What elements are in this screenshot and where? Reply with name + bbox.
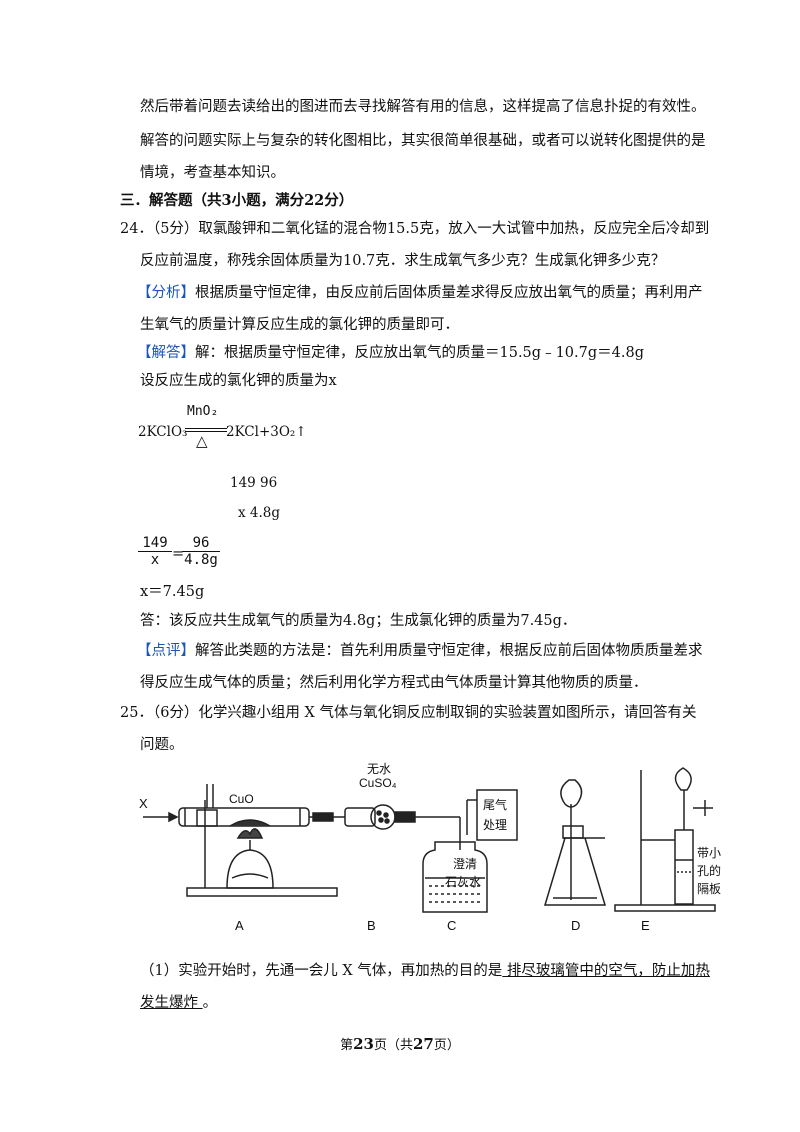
- equation-reactant: 2KClO₃: [138, 424, 188, 440]
- fraction-numerator: 149: [138, 535, 172, 552]
- fraction-denominator: 4.8g: [184, 552, 218, 568]
- anhydrous-label: 无水: [367, 762, 392, 776]
- subquestion-1-text: （1）实验开始时，先通一会儿 X 气体，再加热的目的是: [140, 963, 503, 979]
- subquestion-1-answer: 排尽玻璃管中的空气，防止加热: [502, 963, 710, 979]
- section-title: 三．解答题（共3小题，满分22分）: [120, 192, 354, 209]
- question-25-stem: 问题。: [140, 737, 184, 753]
- cuo-label: CuO: [229, 792, 254, 806]
- plate-label: 隔板: [697, 882, 722, 896]
- page-footer: 第23页（共27页）: [0, 1034, 800, 1053]
- equals-sign: =: [172, 546, 185, 562]
- equation-catalyst: MnO₂: [187, 404, 219, 419]
- plate-label: 带小: [697, 846, 722, 860]
- solution-text: 解：根据质量守恒定律，反应放出氧气的质量＝15.5g﹣10.7g＝4.8g: [195, 345, 644, 361]
- footer-prefix: 第: [340, 1038, 354, 1053]
- limewater-label: 石灰水: [445, 875, 482, 889]
- fraction-numerator: 96: [182, 535, 220, 552]
- limewater-label: 澄清: [453, 857, 478, 871]
- question-25-stem: 25．（6分）化学兴趣小组用 X 气体与氧化铜反应制取铜的实验装置如图所示，请回…: [120, 705, 697, 721]
- analysis-tag: 【分析】: [137, 285, 195, 301]
- fraction-denominator: x: [150, 552, 160, 568]
- tail-gas-label: 尾气: [483, 798, 508, 812]
- text-line: 情境，考查基本知识。: [140, 165, 285, 181]
- apparatus-label-a: A: [235, 918, 244, 933]
- apparatus-label-d: D: [571, 918, 581, 933]
- subquestion-1-end: 。: [202, 995, 218, 1011]
- tail-gas-label: 处理: [483, 818, 508, 832]
- text-line: 然后带着问题去读给出的图进而去寻找解答有用的信息，这样提高了信息扑捉的有效性。: [140, 99, 706, 115]
- subquestion-1-answer: 发生爆炸: [140, 995, 203, 1011]
- gas-x-label: X: [139, 796, 148, 811]
- text-line: 解答的问题实际上与复杂的转化图相比，其实很简单很基础，或者可以说转化图提供的是: [140, 133, 706, 149]
- apparatus-diagram: X CuO 无水 CuSO₄ 尾气 处理 澄清 石灰水 带小 孔的 隔板 A B…: [135, 760, 735, 940]
- analysis-text: 生氧气的质量计算反应生成的氯化钾的质量即可．: [140, 317, 459, 333]
- answer-line: 答：该反应共生成氧气的质量为4.8g；生成氯化钾的质量为7.45g．: [140, 613, 577, 629]
- plate-label: 孔的: [697, 864, 722, 878]
- total-pages: 27: [413, 1035, 434, 1053]
- equation-arrow-line: [185, 428, 227, 429]
- comment-tag: 【点评】: [137, 643, 195, 659]
- analysis-block: 【分析】根据质量守恒定律，由反应前后固体质量差求得反应放出氧气的质量；再利用产: [137, 283, 703, 303]
- analysis-text: 根据质量守恒定律，由反应前后固体质量差求得反应放出氧气的质量；再利用产: [195, 285, 703, 301]
- comment-text: 解答此类题的方法是：首先利用质量守恒定律，根据反应前后固体物质质量差求: [195, 643, 703, 659]
- apparatus-label-e: E: [641, 918, 650, 933]
- equation-arrow-line: [185, 431, 227, 432]
- question-24-stem: 24．（5分）取氯酸钾和二氧化锰的混合物15.5克，放入一大试管中加热，反应完全…: [120, 221, 710, 237]
- current-page: 23: [353, 1035, 374, 1053]
- fraction-left: 149 x: [138, 535, 172, 568]
- heat-symbol: △: [196, 432, 208, 450]
- subquestion-1-continued: 发生爆炸 。: [140, 993, 217, 1013]
- cuso4-label: CuSO₄: [359, 776, 397, 790]
- comment-block: 【点评】解答此类题的方法是：首先利用质量守恒定律，根据反应前后固体物质质量差求: [137, 641, 703, 661]
- apparatus-label-c: C: [447, 918, 457, 933]
- solution-text: 设反应生成的氯化钾的质量为x: [140, 373, 337, 389]
- question-24-stem: 反应前温度，称残余固体质量为10.7克．求生成氧气多少克？生成氯化钾多少克？: [140, 253, 666, 269]
- apparatus-drawing: [143, 767, 716, 913]
- fraction-right: 96 4.8g: [182, 535, 220, 568]
- solution-tag: 【解答】: [137, 345, 195, 361]
- comment-text: 得反应生成气体的质量；然后利用化学方程式由气体质量计算其他物质的质量．: [140, 675, 648, 691]
- chemical-equation: 2KClO₃ MnO₂ △ 2KCl+3O₂↑: [138, 404, 318, 454]
- subquestion-1: （1）实验开始时，先通一会儿 X 气体，再加热的目的是 排尽玻璃管中的空气，防止…: [140, 961, 710, 981]
- solution-block: 【解答】解：根据质量守恒定律，反应放出氧气的质量＝15.5g﹣10.7g＝4.8…: [137, 343, 644, 363]
- result-line: x＝7.45g: [140, 584, 205, 600]
- footer-suffix: 页）: [433, 1038, 460, 1053]
- apparatus-label-b: B: [367, 918, 376, 933]
- ratio-line: x 4.8g: [238, 505, 281, 521]
- ratio-line: 149 96: [230, 475, 278, 491]
- footer-middle: 页（共: [373, 1038, 413, 1053]
- equation-product: 2KCl+3O₂↑: [226, 424, 307, 440]
